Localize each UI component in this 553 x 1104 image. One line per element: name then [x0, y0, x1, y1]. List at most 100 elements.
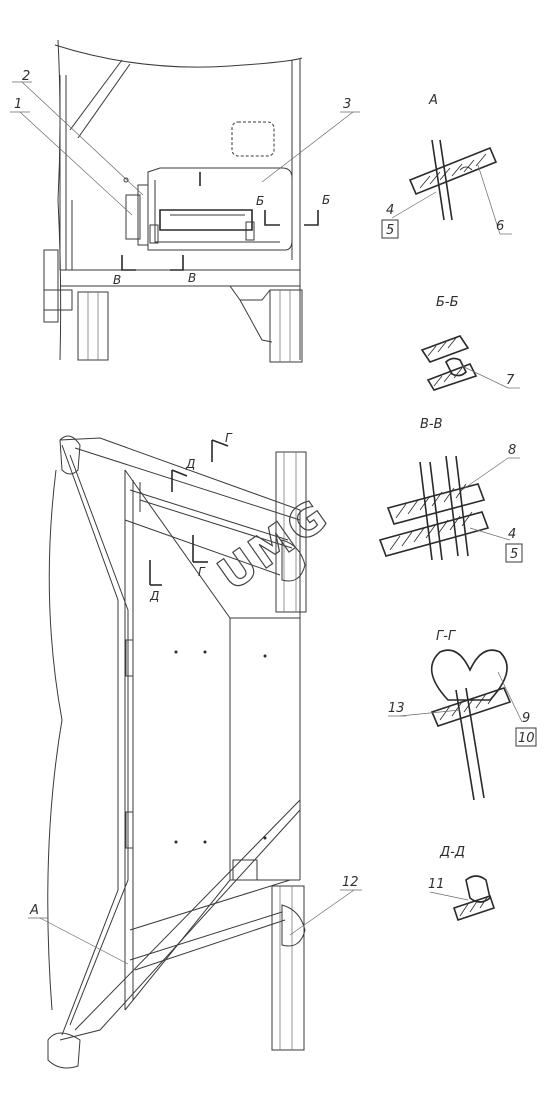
part-5: 5	[386, 223, 394, 238]
right-wheel	[269, 289, 303, 363]
panel-3	[147, 167, 293, 251]
callout-1-leader	[19, 111, 133, 216]
lower-long-brace	[74, 799, 301, 1031]
part-5-box	[381, 219, 399, 239]
part-4b-leader	[469, 527, 511, 541]
cut-b-left: Б	[256, 194, 264, 208]
upper-long-brace	[74, 447, 301, 521]
callout-3: 3	[343, 97, 351, 112]
lower-left-corner-wheel	[47, 1032, 81, 1069]
part-9: 9	[522, 711, 530, 726]
section-vv-bolt-left	[419, 461, 433, 561]
cut-v-left-mark	[121, 255, 136, 271]
section-bb-lower-part	[426, 362, 478, 391]
detail-view-a: А 4 5 6	[381, 93, 512, 239]
wing-nut	[430, 649, 508, 701]
part-7-leader	[461, 365, 509, 389]
part-10-box	[515, 727, 537, 747]
section-vv-bolt-right	[445, 455, 459, 557]
left-bracket-tab	[44, 289, 73, 311]
section-vv: В-В 8 4 5	[378, 417, 523, 563]
panel-handle	[159, 209, 253, 231]
section-bb-clip	[445, 357, 467, 377]
chassis-view: Г Д Г Д А 12 UMG	[28, 431, 362, 1069]
section-vv-upper-plate	[386, 483, 486, 525]
upper-right-wheel	[275, 451, 307, 613]
chassis-outer-left-rail	[61, 444, 119, 1036]
part-7: 7	[506, 373, 515, 388]
upper-cover-top	[129, 489, 289, 541]
part-13: 13	[388, 701, 405, 716]
section-dd-title: Д-Д	[439, 845, 465, 860]
left-bracket	[43, 249, 59, 323]
lower-cover-top	[129, 879, 291, 931]
latch-right	[245, 221, 255, 241]
part-10: 10	[518, 731, 535, 746]
left-wheel-lines	[87, 292, 99, 360]
part-5b: 5	[510, 547, 518, 562]
section-bb-upper-part	[420, 335, 470, 363]
section-vv-title: В-В	[420, 417, 443, 432]
right-wheel-lines	[279, 290, 291, 362]
hatch-window	[231, 121, 275, 157]
part-4b: 4	[508, 527, 516, 542]
item-1-block	[125, 194, 141, 240]
left-wheel	[77, 291, 109, 361]
section-dd: Д-Д 11	[428, 845, 496, 922]
part-9-leader	[497, 671, 523, 723]
part-11-leader	[429, 891, 469, 901]
lower-right-hub	[281, 904, 306, 947]
section-bb-title: Б-Б	[436, 295, 459, 310]
lower-cover-inner	[134, 919, 286, 971]
upper-cover-inner	[139, 499, 293, 549]
section-vv-lower-plate	[378, 511, 490, 557]
latch-left	[149, 224, 159, 244]
inner-lower-edge	[124, 879, 300, 1011]
right-mount-strut	[239, 299, 273, 343]
view-a-clip	[459, 166, 473, 171]
cut-d-upper: Д	[185, 457, 195, 471]
lower-cover-bottom	[129, 911, 283, 961]
upper-cover-bottom	[124, 519, 281, 576]
cut-g-upper: Г	[225, 431, 233, 445]
part-13-leader	[399, 709, 461, 717]
cut-v-right: В	[188, 271, 196, 285]
part-8-leader	[461, 457, 509, 491]
panel-3-inner	[154, 180, 280, 243]
section-gg: Г-Г 13 9 10	[388, 629, 537, 801]
chassis-holes	[174, 650, 267, 844]
section-gg-plate	[430, 687, 512, 727]
cut-b-left-mark	[264, 210, 280, 226]
callout-2: 2	[22, 69, 30, 84]
part-6: 6	[496, 219, 504, 234]
cut-v-right-mark	[170, 255, 184, 271]
cut-g-lower: Г	[198, 565, 206, 579]
watermark: UMG	[209, 489, 338, 601]
cut-b-right-mark	[304, 210, 319, 226]
cut-d-lower: Д	[149, 589, 159, 603]
lower-right-wheel	[271, 885, 305, 1051]
section-bb: Б-Б 7	[420, 295, 520, 391]
part-5b-box	[505, 543, 523, 563]
callout-1: 1	[14, 97, 22, 112]
view-a-title: А	[428, 93, 438, 108]
view-a-bolt	[431, 139, 445, 221]
chassis-left-break	[47, 469, 63, 1011]
chassis-outer-left-rail-inner	[69, 454, 129, 1026]
cut-b-right: Б	[322, 193, 330, 207]
callout-a-leader	[39, 917, 129, 965]
bolt-mark	[123, 177, 129, 183]
callout-2-leader	[21, 81, 144, 196]
part-11: 11	[428, 877, 445, 892]
top-break-line	[54, 44, 303, 68]
part-4-leader	[391, 191, 437, 219]
callout-12: 12	[342, 875, 359, 890]
view-a-plate	[408, 146, 498, 196]
cut-v-left: В	[113, 273, 121, 287]
top-diagonal-strut	[69, 59, 123, 131]
callout-3-leader	[261, 111, 354, 183]
upper-right-hub	[281, 539, 306, 582]
top-view: 2 1 3 Б Б В В	[10, 39, 360, 363]
